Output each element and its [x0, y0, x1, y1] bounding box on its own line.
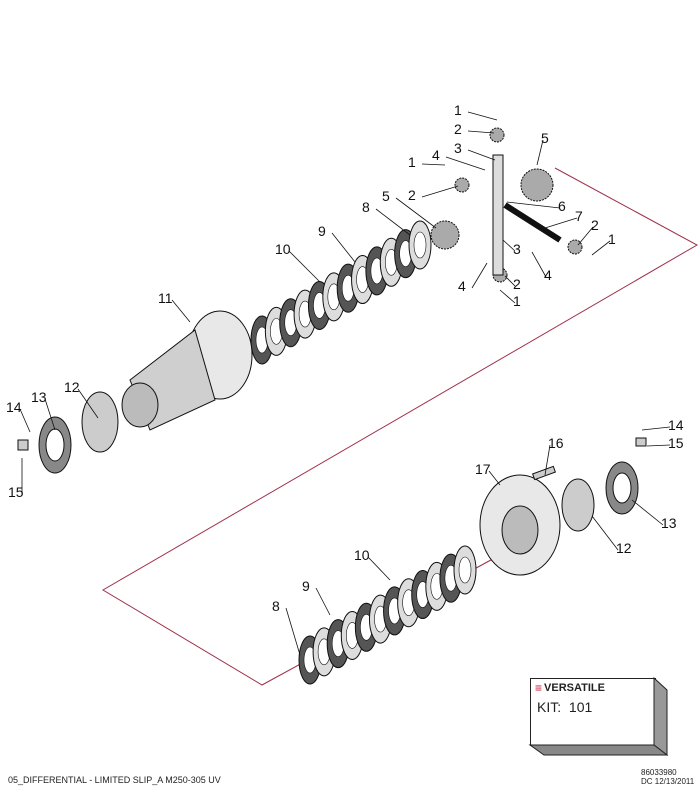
callout-upper: 1: [608, 231, 616, 247]
callout-upper: 10: [275, 241, 291, 257]
callout-leader: [504, 275, 516, 287]
callout-leader: [44, 398, 56, 431]
bearing-left: [81, 391, 119, 453]
callout-leader: [577, 226, 594, 246]
cross-shaft: [503, 202, 562, 243]
callout-leader: [536, 139, 544, 166]
callout-upper: 4: [544, 267, 552, 283]
callout-upper: 12: [64, 379, 80, 395]
callout-leader: [506, 201, 561, 209]
callout-upper: 3: [513, 241, 521, 257]
clutch-disc-upper-bore: [413, 231, 427, 259]
callout-leader: [591, 240, 611, 256]
callout-upper: 7: [575, 208, 583, 224]
callout-upper: 13: [31, 389, 47, 405]
callout-leader: [367, 556, 391, 581]
diagram-title: 05_DIFFERENTIAL - LIMITED SLIP_A M250-30…: [8, 775, 221, 785]
callout-upper: 5: [541, 130, 549, 146]
callout-lower: 13: [661, 515, 677, 531]
callout-leader: [591, 515, 619, 551]
callout-upper: 3: [454, 140, 462, 156]
brand-logo: ≡ VERSATILE: [535, 681, 605, 695]
callout-leader: [315, 587, 331, 616]
callout-lower: 15: [668, 435, 684, 451]
callout-leader: [331, 232, 356, 263]
callout-upper: 11: [158, 290, 173, 306]
callout-leader: [646, 444, 671, 447]
callout-lower: 10: [354, 547, 370, 563]
callout-leader: [544, 217, 578, 229]
doc-info: 86033980 DC 12/13/2011: [641, 768, 694, 786]
side-gear-right: [520, 168, 554, 202]
callout-leader: [641, 426, 671, 431]
callout-upper: 9: [318, 223, 326, 239]
callout-upper: 14: [6, 399, 22, 415]
callout-upper: 4: [458, 278, 466, 294]
callout-upper: 4: [432, 147, 440, 163]
callout-leader: [467, 149, 496, 161]
lock-tab-left: [17, 439, 29, 451]
callout-leader: [375, 208, 411, 236]
callout-leader: [502, 239, 516, 252]
pinion-gear: [454, 177, 470, 193]
pinion-gear: [567, 239, 583, 255]
callout-leader: [171, 299, 191, 323]
callout-lower: 14: [668, 417, 684, 433]
spider-shaft: [492, 154, 504, 276]
cover-hub: [501, 505, 539, 555]
bearing-right: [561, 478, 595, 532]
clutch-disc-lower-bore: [458, 556, 472, 584]
callout-upper: 2: [408, 187, 416, 203]
callout-leader: [421, 185, 459, 198]
callout-upper: 2: [513, 276, 521, 292]
pinion-gear: [489, 127, 505, 143]
callout-leader: [395, 197, 437, 229]
bolt: [531, 465, 557, 481]
callout-lower: 16: [548, 435, 564, 451]
callout-leader: [445, 156, 486, 171]
doc-date: DC 12/13/2011: [641, 777, 695, 786]
doc-number: 86033980: [641, 768, 677, 777]
callout-upper: 1: [454, 102, 462, 118]
side-gear-upper: [430, 220, 460, 250]
callout-leader: [631, 499, 664, 526]
callout-upper: 2: [454, 121, 462, 137]
callout-leader: [531, 251, 547, 278]
callout-upper: 6: [558, 198, 566, 214]
callout-leader: [499, 289, 516, 304]
callout-upper: 15: [8, 484, 24, 500]
callout-leader: [467, 130, 495, 134]
kit-box: ≡ VERSATILE KIT: 101: [530, 678, 656, 746]
callout-upper: 2: [591, 217, 599, 233]
brand-name: VERSATILE: [544, 682, 605, 694]
callout-upper: 5: [382, 188, 390, 204]
callout-leader: [421, 163, 446, 166]
versatile-logo-icon: ≡: [535, 681, 543, 695]
callout-leader: [467, 111, 498, 121]
callout-lower: 9: [302, 578, 310, 594]
bearing-cup-left-bore: [45, 428, 65, 462]
callout-upper: 8: [362, 199, 370, 215]
callout-upper: 1: [513, 293, 521, 309]
kit-number: KIT: 101: [537, 699, 593, 715]
callout-leader: [471, 262, 488, 289]
bearing-cup-right-bore: [612, 472, 632, 504]
callout-lower: 12: [616, 540, 632, 556]
callout-leader: [488, 470, 501, 486]
callout-leader: [288, 250, 321, 283]
callout-lower: 17: [475, 461, 491, 477]
callout-leader: [77, 388, 99, 419]
callout-leader: [544, 444, 551, 476]
callout-lower: 8: [272, 598, 280, 614]
callout-leader: [285, 607, 301, 656]
case-hub: [121, 382, 159, 428]
callout-leader: [19, 408, 31, 433]
callout-upper: 1: [408, 154, 416, 170]
lock-tab-right: [635, 437, 647, 447]
